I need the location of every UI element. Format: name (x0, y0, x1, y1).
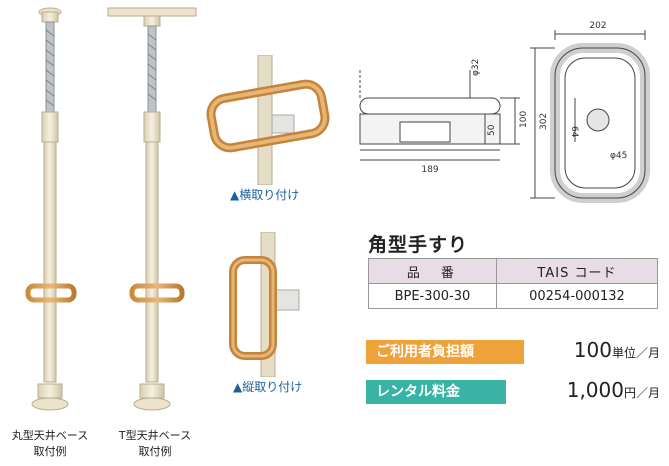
dim-pipe-diameter: φ32 (471, 59, 481, 76)
vertical-mount-caption: ▲縦取り付け (233, 380, 303, 394)
dim-height-302: 302 (539, 113, 549, 130)
dim-height-50: 50 (487, 124, 497, 136)
copay-value: 100 (573, 338, 612, 362)
round-base-pole (25, 7, 77, 411)
dim-inner-64: 64 (569, 126, 579, 138)
round-base-caption: 丸型天井ベース 取付例 (0, 428, 100, 460)
spec-table-header: 品 番 TAIS コード (368, 258, 659, 284)
dim-depth-189: 189 (421, 165, 438, 175)
side-view (359, 70, 520, 161)
rental-unit: 円／月 (623, 386, 660, 400)
rental-price: 1,000円／月 (510, 378, 660, 402)
table-row: BPE-300-30 00254-000132 (368, 283, 659, 309)
copay-unit: 単位／月 (611, 346, 660, 360)
pole-illustration (25, 7, 197, 411)
round-base-caption-line2: 取付例 (33, 445, 67, 458)
dim-total-width: 202 (589, 21, 606, 31)
header-tais-code: TAIS コード (495, 258, 659, 284)
t-base-pole (107, 7, 197, 411)
copay-badge: ご利用者負担額 (366, 340, 524, 364)
rental-badge: レンタル料金 (366, 380, 506, 404)
dim-height-100: 100 (519, 111, 529, 128)
vertical-mount-image (229, 232, 300, 377)
dim-clamp-diameter: φ45 (610, 151, 627, 161)
part-number-cell: BPE-300-30 (368, 283, 497, 309)
rental-value: 1,000 (566, 378, 624, 402)
spec-table: 品 番 TAIS コード BPE-300-30 00254-000132 (368, 258, 659, 309)
t-base-caption: T型天井ベース 取付例 (105, 428, 205, 460)
front-view (530, 30, 650, 203)
product-title: 角型手すり (368, 234, 469, 256)
t-base-caption-line2: 取付例 (138, 445, 172, 458)
copay-price: 100単位／月 (530, 338, 660, 362)
header-part-number: 品 番 (368, 258, 497, 284)
dimension-drawing: 202 φ32 100 50 189 302 64 φ45 (359, 21, 650, 203)
round-base-caption-line1: 丸型天井ベース (11, 429, 89, 442)
horizontal-mount-caption: ▲横取り付け (230, 188, 300, 202)
tais-code-cell: 00254-000132 (495, 283, 659, 309)
horizontal-mount-image (206, 55, 330, 185)
t-base-caption-line1: T型天井ベース (118, 429, 192, 442)
